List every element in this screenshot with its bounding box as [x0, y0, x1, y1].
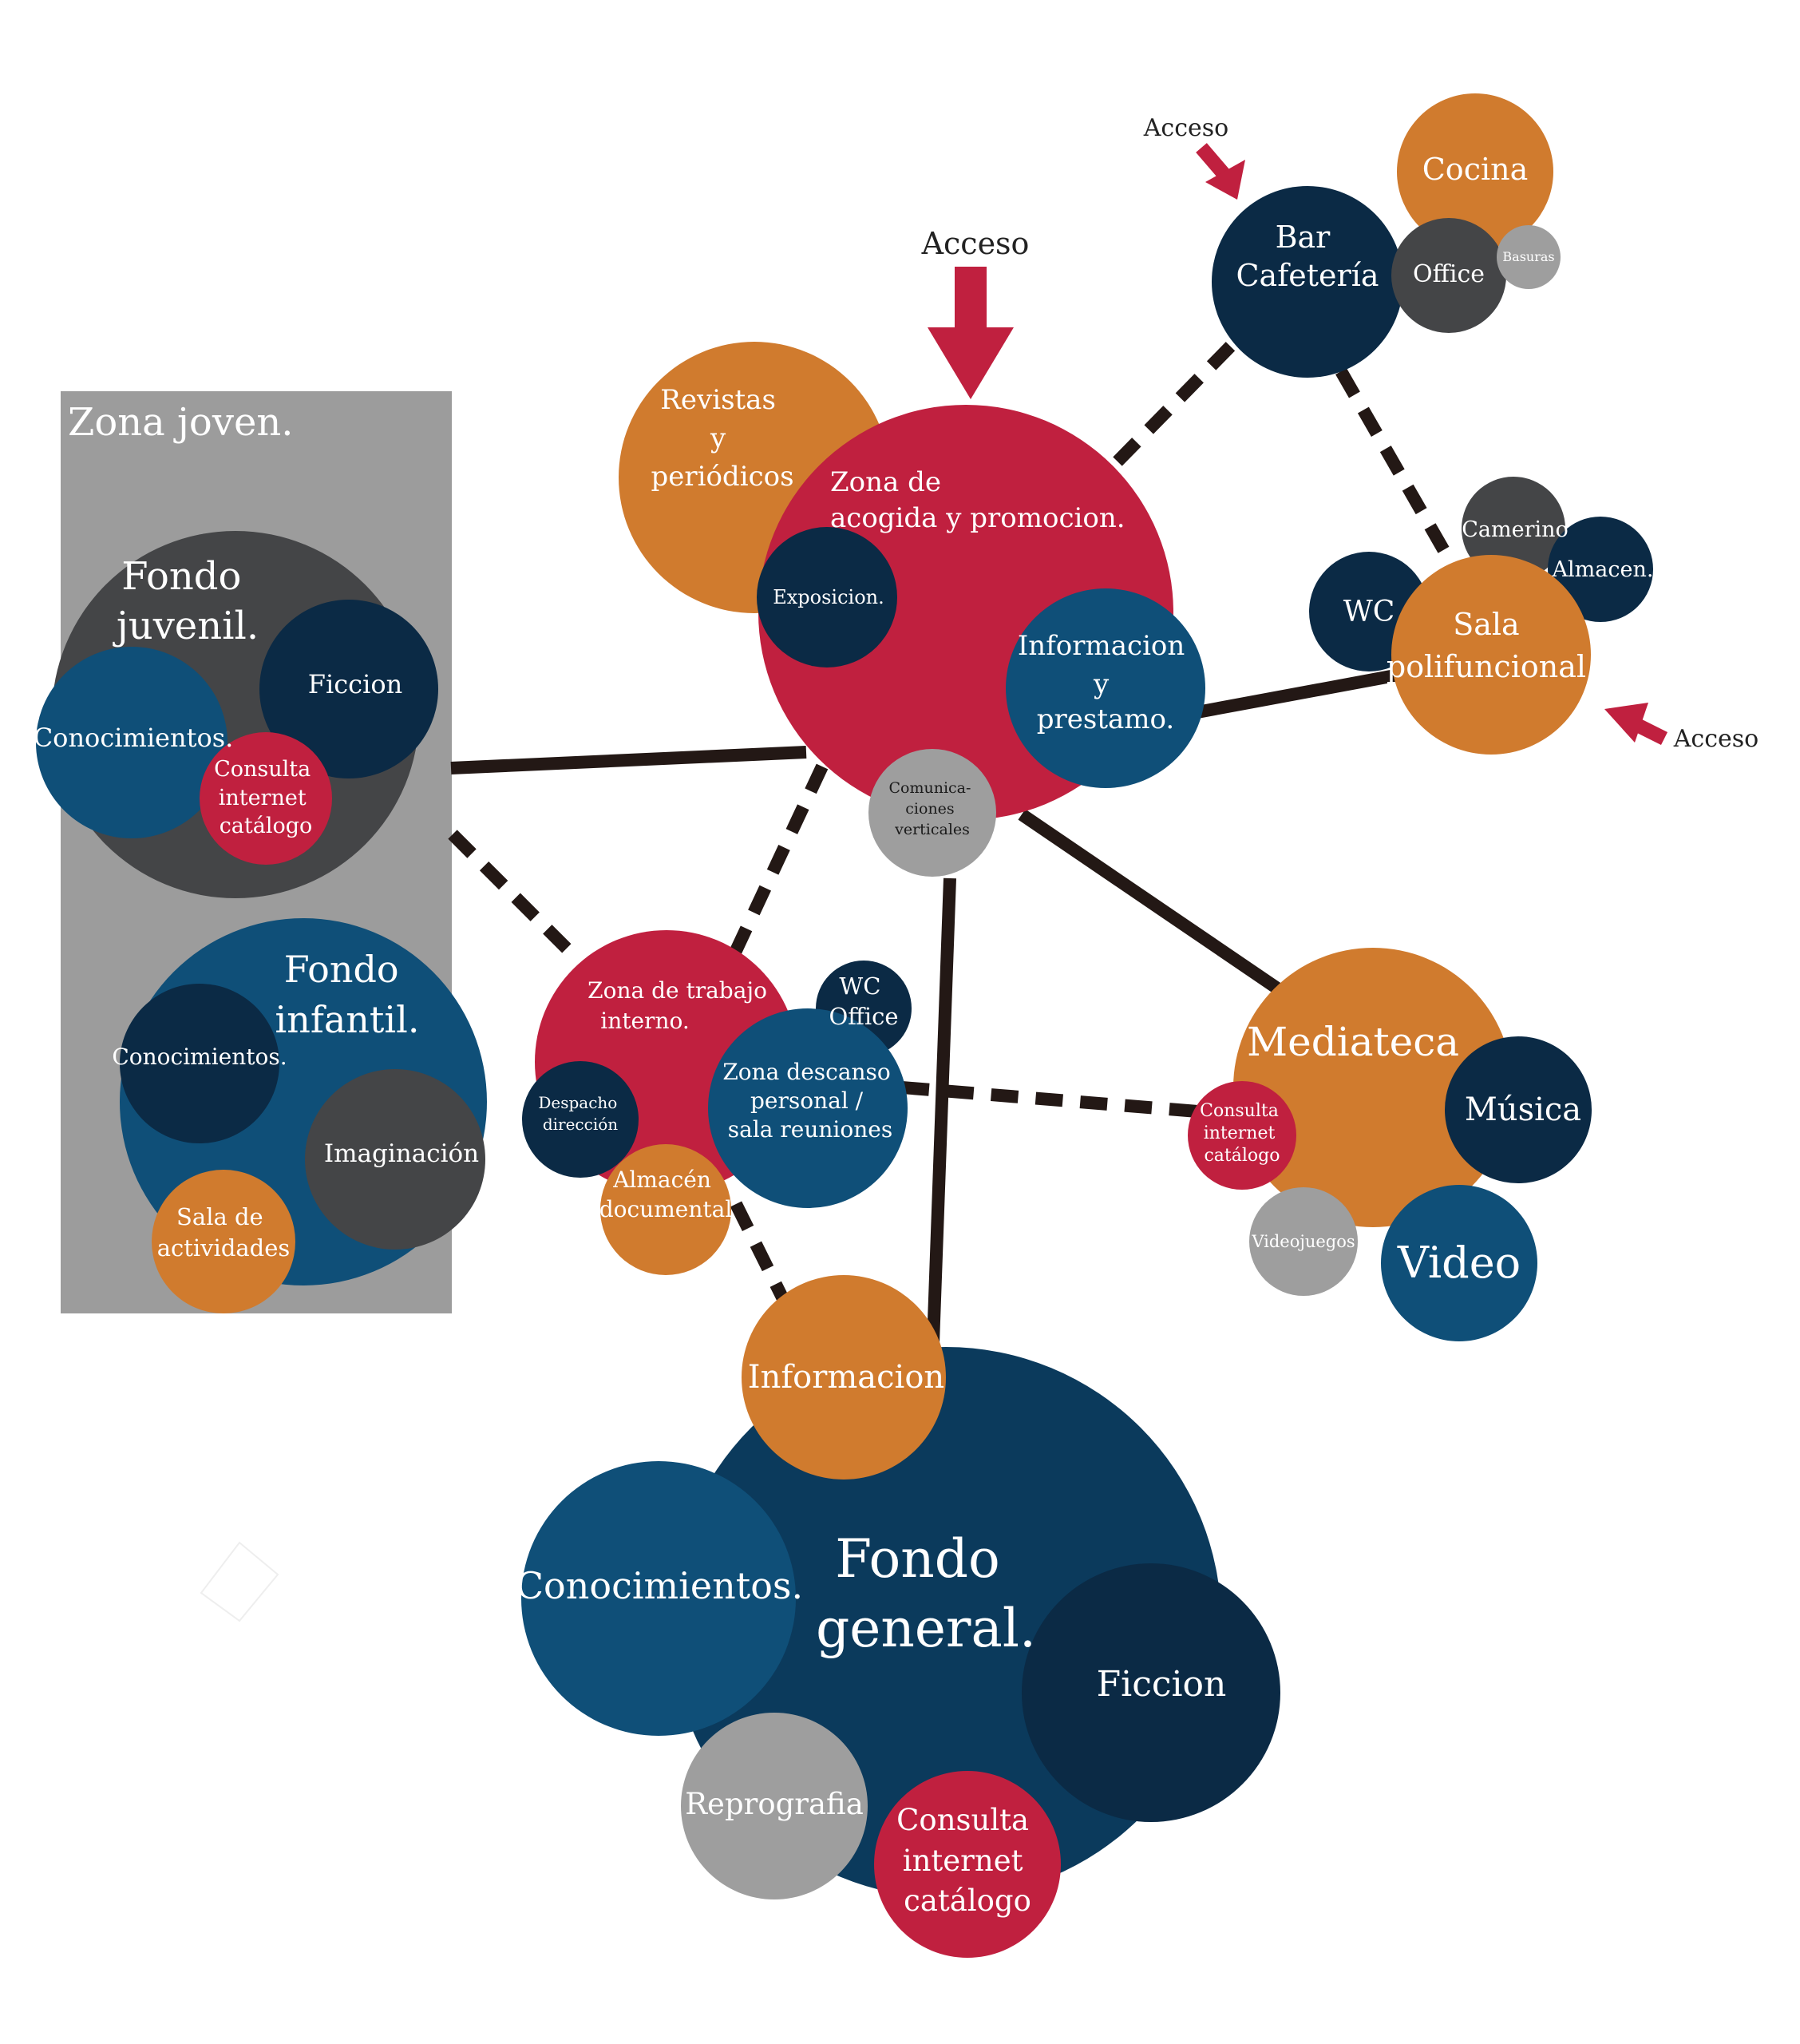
access-main-label: Acceso: [921, 226, 1030, 261]
ficcion-juvenil-bubble: [259, 600, 438, 778]
consulta-juvenil-label: Consulta internet catálogo: [214, 757, 318, 838]
camerino-bubble: [1462, 477, 1565, 580]
acogida-label: Zona de acogida y promocion.: [830, 466, 1125, 534]
wc-office-label: WC Office: [829, 972, 898, 1030]
almacen-doc-label: Almacén documental: [599, 1167, 733, 1222]
mediateca-bubble: [1233, 948, 1513, 1227]
dash-acogida-trabajo: [728, 763, 829, 957]
reprografia-label: Reprografia: [685, 1787, 864, 1821]
musica-bubble: [1445, 1036, 1592, 1183]
access-main: Acceso: [921, 226, 1030, 399]
reprografia-bubble: [681, 1713, 868, 1899]
ficcion-general-label: Ficcion: [1097, 1664, 1227, 1705]
dash-acogida-bar: [1113, 335, 1242, 466]
basuras-label: Basuras: [1502, 249, 1554, 264]
fondo-juvenil-label: Fondo juvenil.: [113, 554, 259, 648]
exposicion-bubble: [757, 527, 897, 667]
line-acogida-sala: [1196, 664, 1422, 719]
fondo-infantil-label: Fondo infantil.: [275, 948, 420, 1041]
videojuegos-label: Videojuegos: [1251, 1232, 1355, 1251]
decorative-outline: [200, 1541, 279, 1622]
consulta-general-bubble: [874, 1771, 1061, 1958]
consulta-media-label: Consulta internet catálogo: [1200, 1101, 1284, 1166]
despacho-bubble: [522, 1061, 639, 1178]
informacion-prestamo-bubble: [1006, 588, 1205, 788]
imaginacion-label: Imaginación: [324, 1139, 479, 1168]
despacho-label: Despacho dirección: [538, 1093, 622, 1134]
office-bar-bubble: [1391, 218, 1506, 333]
conocimientos-infantil-bubble: [120, 984, 279, 1143]
comunicaciones-bubble: [868, 749, 996, 877]
sala-actividades-label: Sala de actividades: [157, 1203, 291, 1262]
almacen-doc-bubble: [600, 1144, 731, 1275]
solid-connections: [450, 664, 1422, 1366]
descanso-bubble: [708, 1008, 908, 1208]
sala-bubble: [1391, 555, 1591, 755]
access-bar-label: Acceso: [1143, 114, 1228, 142]
conocimientos-juvenil-label: Conocimientos.: [34, 723, 234, 753]
wc-sala-label: WC: [1343, 596, 1395, 628]
line-acogida-juvenil: [450, 746, 807, 774]
trabajo-label: Zona de trabajo interno.: [587, 977, 774, 1034]
access-arrow-icon: [928, 327, 1014, 399]
cocina-bubble: [1397, 93, 1553, 250]
informacion-prestamo-label: Informacion y prestamo.: [1018, 630, 1193, 735]
almacen-bubble: [1548, 517, 1653, 622]
ficcion-general-bubble: [1022, 1563, 1280, 1822]
descanso-label: Zona descanso personal / sala reuniones: [722, 1059, 897, 1143]
ficcion-juvenil-label: Ficcion: [308, 669, 402, 699]
exposicion-label: Exposicion.: [773, 586, 884, 608]
dashed-connections: [448, 335, 1454, 1309]
sala-actividades-bubble: [152, 1170, 295, 1313]
access-arrow-icon: [1604, 703, 1648, 743]
consulta-media-bubble: [1188, 1081, 1296, 1190]
imaginacion-bubble: [305, 1069, 485, 1250]
consulta-juvenil-bubble: [200, 732, 332, 865]
camerino-label: Camerino: [1462, 517, 1569, 542]
conocimientos-general-label: Conocimientos.: [516, 1564, 803, 1607]
sala-label: Sala polifuncional.: [1387, 607, 1596, 684]
cocina-label: Cocina: [1422, 152, 1529, 187]
revistas-label: Revistas y periódicos: [651, 384, 793, 493]
almacen-label: Almacen.: [1552, 557, 1654, 582]
line-acogida-mediateca: [1018, 809, 1313, 1016]
dash-descanso-mediateca: [901, 1081, 1198, 1118]
bar-label: Bar Cafetería: [1236, 220, 1379, 293]
labels: Revistas y periódicos Zona de acogida y …: [34, 152, 1654, 1918]
basuras-bubble: [1497, 225, 1561, 289]
conocimientos-general-bubble: [521, 1461, 796, 1736]
zona-joven-title: Zona joven.: [68, 400, 294, 445]
dash-bar-sala: [1335, 368, 1454, 562]
access-sala: Acceso: [1604, 703, 1758, 753]
access-bar: Acceso: [1143, 114, 1245, 200]
access-arrow-icon: [1205, 160, 1245, 200]
line-acogida-general: [926, 877, 956, 1366]
comunicaciones-label: Comunica- ciones verticales: [889, 779, 976, 838]
conocimientos-juvenil-bubble: [36, 647, 227, 838]
video-bubble: [1381, 1185, 1537, 1341]
dash-juvenil-trabajo: [448, 830, 581, 963]
musica-label: Música: [1465, 1091, 1581, 1128]
informacion-bubble: [742, 1275, 946, 1480]
videojuegos-bubble: [1249, 1187, 1358, 1296]
consulta-general-label: Consulta internet catálogo: [896, 1803, 1038, 1918]
dash-trabajo-informacion: [730, 1201, 793, 1309]
mediateca-label: Mediateca: [1247, 1019, 1459, 1065]
conocimientos-infantil-label: Conocimientos.: [112, 1044, 287, 1070]
informacion-label: Informacion: [748, 1359, 944, 1396]
fondo-general-label: Fondo general.: [816, 1528, 1036, 1659]
office-bar-label: Office: [1413, 260, 1485, 288]
access-sala-label: Acceso: [1673, 725, 1758, 753]
video-label: Video: [1397, 1238, 1521, 1288]
bar-bubble: [1212, 186, 1403, 378]
